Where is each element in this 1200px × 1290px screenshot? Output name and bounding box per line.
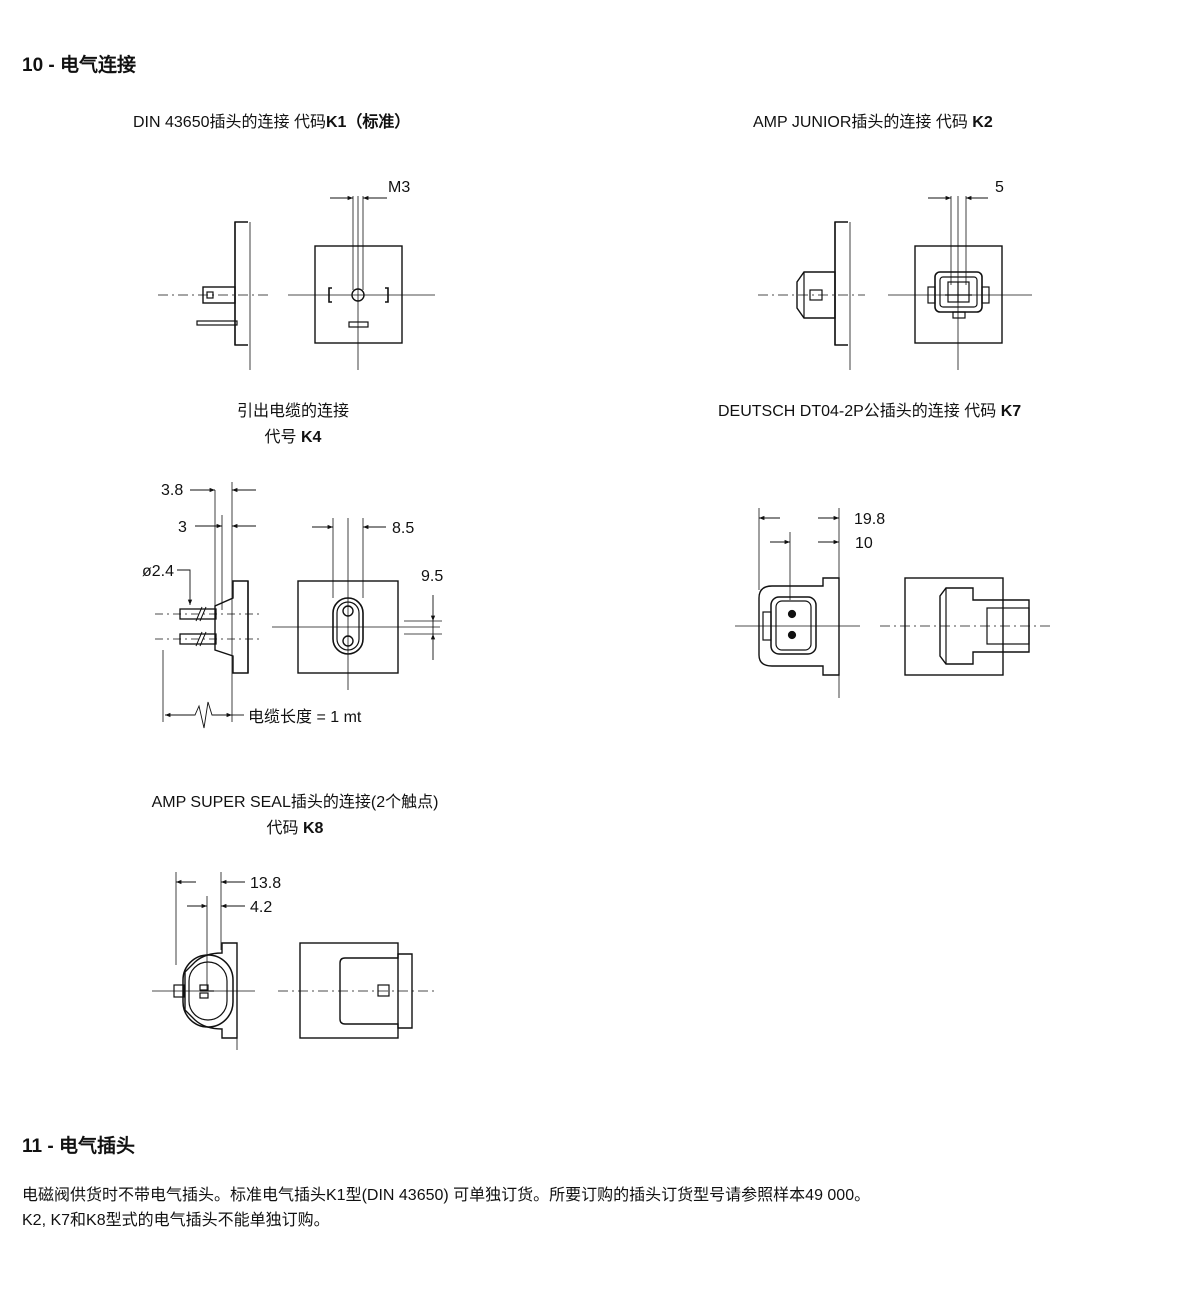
k8-front-view bbox=[278, 942, 436, 1039]
section-11-heading: 11 - 电气插头 bbox=[22, 1131, 135, 1158]
k2-code: K2 bbox=[972, 114, 993, 131]
k8-caption: AMP SUPER SEAL插头的连接(2个触点) 代码 K8 bbox=[151, 794, 439, 837]
k4-dim-3-8: 3.8 bbox=[161, 482, 183, 499]
k4-front-view bbox=[272, 518, 442, 690]
k7-front-view bbox=[880, 577, 1052, 676]
section-11-paragraph-1: 电磁阀供货时不带电气插头。标准电气插头K1型(DIN 43650) 可单独订货。… bbox=[22, 1187, 871, 1204]
k1-front-view bbox=[288, 195, 435, 370]
k4-dim-8-5: 8.5 bbox=[392, 520, 414, 537]
k4-dim-9-5: 9.5 bbox=[421, 568, 443, 585]
section-11-paragraph-2: K2, K7和K8型式的电气插头不能单独订购。 bbox=[22, 1212, 330, 1229]
k2-dim-5: 5 bbox=[995, 179, 1004, 196]
section-number: 11 - bbox=[22, 1136, 54, 1157]
k4-side-view bbox=[155, 482, 260, 729]
section-number: 10 - bbox=[22, 55, 55, 76]
k1-side-view bbox=[158, 221, 268, 370]
k4-dim-3: 3 bbox=[178, 519, 187, 536]
k4-cable-length: 电缆长度 = 1 mt bbox=[248, 708, 362, 726]
section-title: 电气连接 bbox=[60, 55, 137, 76]
k1-dim-m3: M3 bbox=[388, 179, 410, 196]
k7-dim-10: 10 bbox=[855, 535, 873, 552]
k1-caption: DIN 43650插头的连接 代码K1（标准） bbox=[133, 114, 411, 131]
section-title: 电气插头 bbox=[58, 1136, 135, 1157]
k8-dim-4-2: 4.2 bbox=[250, 899, 272, 916]
k8-dim-13-8: 13.8 bbox=[250, 875, 281, 892]
k7-code: K7 bbox=[1000, 403, 1022, 420]
k2-side-view bbox=[758, 221, 865, 370]
k7-caption: DEUTSCH DT04-2P公插头的连接 代码 K7 bbox=[718, 403, 1022, 420]
section-10-heading: 10 - 电气连接 bbox=[22, 50, 136, 77]
k4-dim-dia-2-4: ø2.4 bbox=[142, 563, 174, 580]
k4-caption: 引出电缆的连接 代号 K4 bbox=[236, 403, 349, 446]
k2-caption: AMP JUNIOR插头的连接 代码 K2 bbox=[753, 114, 993, 131]
k7-dim-19-8: 19.8 bbox=[854, 511, 885, 528]
k1-code: K1 bbox=[325, 114, 347, 131]
k7-side-view bbox=[735, 508, 860, 698]
k8-side-view bbox=[152, 872, 255, 1050]
k8-code: K8 bbox=[303, 820, 324, 837]
k1-suffix: （标准） bbox=[346, 114, 411, 131]
k2-front-view bbox=[888, 195, 1032, 370]
k4-code: K4 bbox=[301, 429, 322, 446]
